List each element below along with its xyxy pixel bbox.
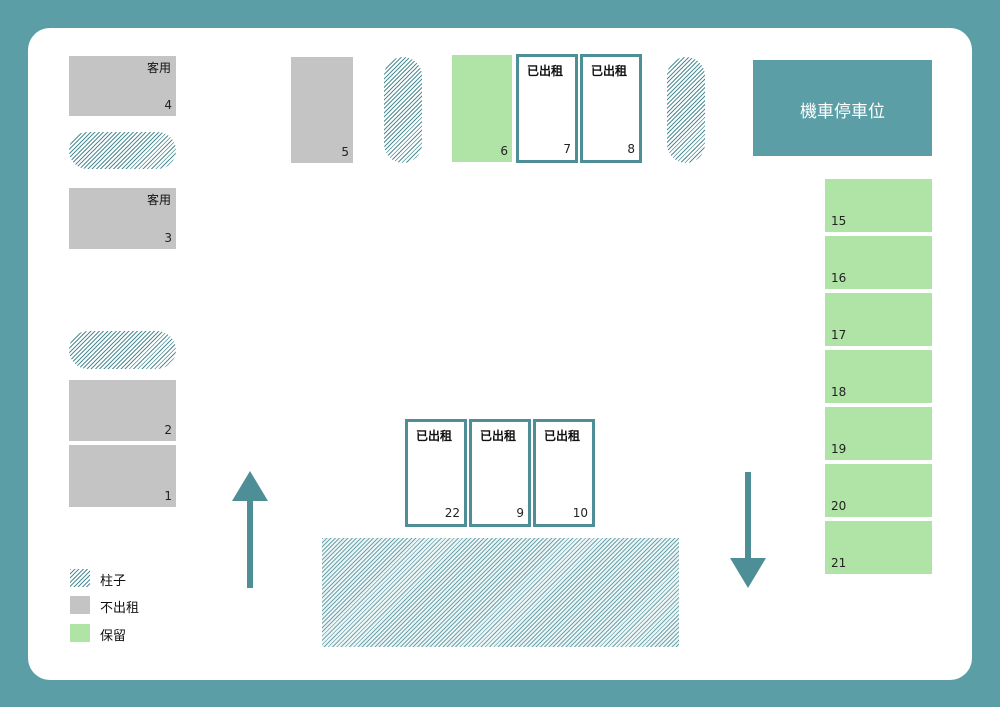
pillar bbox=[667, 57, 705, 163]
space-7-tag: 已出租 bbox=[527, 64, 564, 78]
motorcycle-parking-area[interactable]: 機車停車位 bbox=[753, 60, 932, 156]
legend-pillar-label: 柱子 bbox=[100, 574, 127, 589]
space-4-tag: 客用 bbox=[146, 61, 171, 75]
space-8-number: 8 bbox=[627, 142, 635, 156]
pillar bbox=[69, 331, 176, 369]
space-2-number: 2 bbox=[164, 423, 172, 437]
space-7[interactable]: 已出租 7 bbox=[516, 54, 578, 163]
legend-pillar-swatch bbox=[70, 569, 90, 587]
space-20-number: 20 bbox=[831, 499, 847, 513]
legend-not-for-rent-swatch bbox=[70, 596, 90, 614]
space-6-number: 6 bbox=[500, 144, 508, 158]
space-3-tag: 客用 bbox=[146, 193, 171, 207]
pillar-area bbox=[322, 538, 679, 647]
space-9-number: 9 bbox=[516, 506, 524, 520]
space-8-tag: 已出租 bbox=[591, 64, 628, 78]
space-10-number: 10 bbox=[572, 506, 588, 520]
space-16[interactable]: 16 bbox=[825, 236, 932, 289]
space-9-tag: 已出租 bbox=[480, 429, 517, 443]
pillar bbox=[384, 57, 422, 163]
space-21-number: 21 bbox=[831, 556, 847, 570]
space-15-number: 15 bbox=[831, 214, 847, 228]
space-17[interactable]: 17 bbox=[825, 293, 932, 346]
space-6[interactable]: 6 bbox=[452, 55, 512, 162]
space-20[interactable]: 20 bbox=[825, 464, 932, 517]
space-3[interactable]: 客用 3 bbox=[69, 188, 176, 249]
space-18[interactable]: 18 bbox=[825, 350, 932, 403]
space-15[interactable]: 15 bbox=[825, 179, 932, 232]
space-18-number: 18 bbox=[831, 385, 847, 399]
space-22[interactable]: 已出租 22 bbox=[405, 419, 467, 527]
arrow-up-icon bbox=[232, 471, 268, 588]
space-10-tag: 已出租 bbox=[544, 429, 581, 443]
legend-reserved-label: 保留 bbox=[100, 629, 127, 644]
space-22-number: 22 bbox=[444, 506, 460, 520]
space-5[interactable]: 5 bbox=[291, 57, 353, 163]
arrow-down-icon bbox=[730, 472, 766, 588]
space-9[interactable]: 已出租 9 bbox=[469, 419, 531, 527]
legend-reserved-swatch bbox=[70, 624, 90, 642]
space-16-number: 16 bbox=[831, 271, 847, 285]
pillar bbox=[69, 132, 176, 169]
space-21[interactable]: 21 bbox=[825, 521, 932, 574]
space-17-number: 17 bbox=[831, 328, 847, 342]
space-22-tag: 已出租 bbox=[416, 429, 453, 443]
motorcycle-parking-label: 機車停車位 bbox=[800, 102, 885, 122]
space-10[interactable]: 已出租 10 bbox=[533, 419, 595, 527]
space-7-number: 7 bbox=[563, 142, 571, 156]
space-2[interactable]: 2 bbox=[69, 380, 176, 441]
space-5-number: 5 bbox=[341, 145, 349, 159]
space-1[interactable]: 1 bbox=[69, 445, 176, 507]
space-1-number: 1 bbox=[164, 489, 172, 503]
legend-not-for-rent-label: 不出租 bbox=[100, 601, 140, 616]
space-19-number: 19 bbox=[831, 442, 847, 456]
space-4[interactable]: 客用 4 bbox=[69, 56, 176, 116]
space-19[interactable]: 19 bbox=[825, 407, 932, 460]
space-4-number: 4 bbox=[164, 98, 172, 112]
space-8[interactable]: 已出租 8 bbox=[580, 54, 642, 163]
space-3-number: 3 bbox=[164, 231, 172, 245]
